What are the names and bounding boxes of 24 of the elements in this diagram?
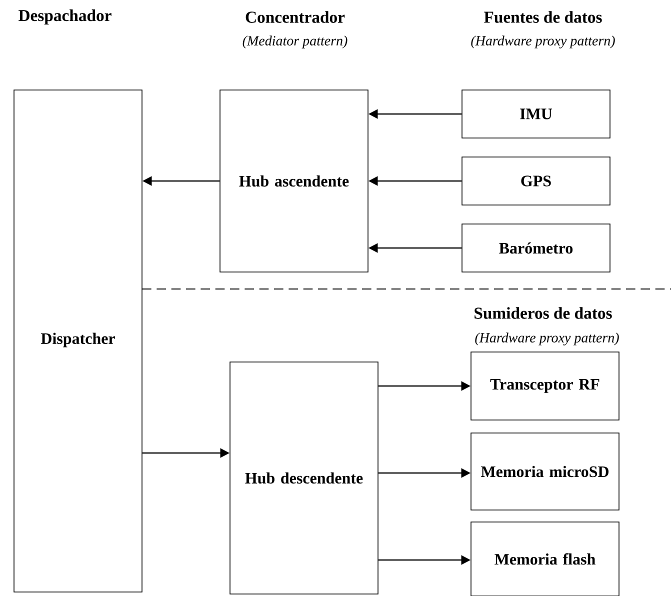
block-box	[462, 156, 610, 206]
block-box	[14, 90, 142, 592]
node-text: Memoria microSD	[481, 466, 609, 478]
block-box	[462, 90, 610, 138]
block-box	[470, 432, 620, 510]
node-text: IMU	[520, 108, 552, 120]
block-box	[462, 224, 610, 272]
block-box	[230, 362, 378, 594]
node-text: Hub descendente	[245, 472, 363, 484]
column-heading: Despachador	[18, 9, 112, 25]
node-text: Transceptor RF	[490, 379, 600, 393]
column-heading: Fuentes de datos	[484, 11, 602, 23]
block-box	[470, 522, 620, 596]
column-heading: Concentrador	[246, 11, 345, 23]
column-heading: Sumideros de datos	[474, 307, 612, 319]
block-box	[470, 352, 620, 420]
node-text: GPS	[521, 176, 551, 186]
block-box	[220, 90, 368, 272]
subtitle: (Mediator pattern)	[242, 36, 348, 48]
node-text: Barómetro	[499, 242, 573, 254]
subtitle: (Hardware proxy pattern)	[471, 36, 615, 48]
node-text: Hub ascendente	[239, 175, 349, 187]
node-text: Dispatcher	[40, 332, 115, 348]
node-text: Memoria flash	[494, 553, 596, 565]
